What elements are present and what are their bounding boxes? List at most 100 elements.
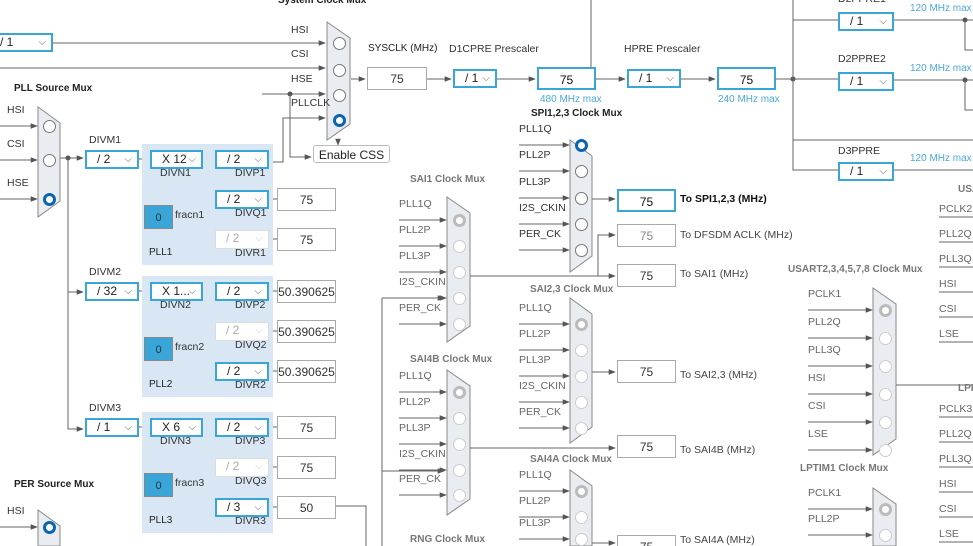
pll-source-mux-radio-2[interactable] xyxy=(43,193,56,206)
sai4a-mux-input-label: PLL1Q xyxy=(519,469,552,481)
sai4a-mux-title: SAI4A Clock Mux xyxy=(530,454,612,465)
pll3-fracn-input[interactable]: 0 xyxy=(144,473,173,497)
pll2-divn-dropdown[interactable]: X 1...⌵ xyxy=(150,282,203,301)
spi-mux-radio-4[interactable] xyxy=(575,244,588,257)
lptim1-mux-radio-0[interactable] xyxy=(878,503,892,516)
usart-mux-radio-2[interactable] xyxy=(878,360,892,373)
d1cpre-dropdown[interactable]: / 1⌵ xyxy=(453,69,497,88)
chevron-down-icon: ⌵ xyxy=(124,286,132,297)
usart-mux-radio-4[interactable] xyxy=(878,416,892,429)
pll2-fracn-input[interactable]: 0 xyxy=(144,337,173,361)
pll3-divr-label: DIVR3 xyxy=(235,515,266,527)
wire xyxy=(597,232,616,276)
per-source-mux-input-label: HSI xyxy=(7,505,25,517)
pll-source-mux-input-label: HSE xyxy=(7,177,29,189)
sai4a-mux-radio-2[interactable] xyxy=(575,533,588,546)
sai1-mux-radio-0[interactable] xyxy=(452,214,466,227)
sai4a-mux-radio-0[interactable] xyxy=(575,485,588,498)
system-clock-mux-radio-2[interactable] xyxy=(332,89,346,102)
sai23-mux-radio-2[interactable] xyxy=(575,370,588,383)
sai1-mux-radio-3[interactable] xyxy=(452,292,466,305)
sai4a-mux-radio-1[interactable] xyxy=(575,511,588,524)
pll2-divm-dropdown[interactable]: / 32⌵ xyxy=(85,282,139,301)
chevron-down-icon: ⌵ xyxy=(879,16,887,27)
right-mux-a-title: USA xyxy=(958,184,973,195)
pll1-divn-dropdown[interactable]: X 12⌵ xyxy=(150,150,203,169)
system-clock-mux-radio-1[interactable] xyxy=(332,64,346,77)
sai23-mux-radio-1[interactable] xyxy=(575,344,588,357)
usart-mux-radio-1[interactable] xyxy=(878,332,892,345)
pll1-divq-label: DIVQ1 xyxy=(235,207,267,219)
pll1-divm-dropdown[interactable]: / 2⌵ xyxy=(85,150,139,169)
pll3-divn-dropdown[interactable]: X 6⌵ xyxy=(150,418,203,437)
pll3-divr-dropdown[interactable]: / 3⌵ xyxy=(215,498,269,517)
system-clock-mux-radio-0[interactable] xyxy=(332,37,346,50)
pll3-divp-dropdown[interactable]: / 2⌵ xyxy=(215,418,269,437)
usart-mux-radio-5[interactable] xyxy=(878,444,892,457)
pll1-divp-dropdown[interactable]: / 2⌵ xyxy=(215,150,269,169)
sai4b-mux-radio-4[interactable] xyxy=(452,489,466,502)
d1cpre-output: 75 xyxy=(537,67,596,90)
hpre-dropdown[interactable]: / 1⌵ xyxy=(627,69,681,88)
pll1-fracn-label: fracn1 xyxy=(175,209,205,221)
pll1-divr-dropdown-value: / 2 xyxy=(226,231,240,245)
sai1-mux-input-label: I2S_CKIN xyxy=(399,276,446,288)
system-mux-input-label: HSI xyxy=(291,24,309,36)
sai1-mux-radio-4[interactable] xyxy=(452,318,466,331)
spi-mux-input-label: PLL3P xyxy=(519,176,551,188)
pll2-name: PLL2 xyxy=(149,379,173,390)
per-source-mux-radio-0[interactable] xyxy=(43,521,56,534)
right-mux-b-title: LPI xyxy=(958,383,973,394)
pll1-fracn-input[interactable]: 0 xyxy=(144,205,173,229)
sai1-mux-input-label: PLL2P xyxy=(399,224,431,236)
pll3-divm-dropdown[interactable]: / 1⌵ xyxy=(85,418,139,437)
spi-mux-radio-1[interactable] xyxy=(575,165,588,178)
enable-css-button[interactable]: Enable CSS xyxy=(313,145,390,163)
usart-mux-radio-0[interactable] xyxy=(878,304,892,317)
spi-mux-radio-2[interactable] xyxy=(575,192,588,205)
d3ppre-max: 120 MHz max xyxy=(910,153,972,164)
right-mux-a-input: CSI xyxy=(939,303,957,315)
chevron-down-icon: ⌵ xyxy=(255,325,263,336)
sai23-mux-radio-4[interactable] xyxy=(575,422,588,435)
chevron-down-icon: ⌵ xyxy=(255,461,263,472)
pll2-divr-dropdown[interactable]: / 2⌵ xyxy=(215,362,269,381)
pll-source-mux-radio-0[interactable] xyxy=(43,120,56,133)
pll2-divp-dropdown[interactable]: / 2⌵ xyxy=(215,282,269,301)
sai4b-mux-radio-0[interactable] xyxy=(452,386,466,399)
usart-mux-radio-3[interactable] xyxy=(878,388,892,401)
spi-mux-radio-0[interactable] xyxy=(575,139,588,152)
sai4b-mux-radio-1[interactable] xyxy=(452,412,466,425)
sai23-mux-radio-0[interactable] xyxy=(575,318,588,331)
chevron-down-icon: ⌵ xyxy=(254,154,262,165)
sai4b-mux-input-label: PER_CK xyxy=(399,473,442,485)
usart-mux-input-label: PLL3Q xyxy=(808,344,841,356)
d2ppre2-dropdown[interactable]: / 1⌵ xyxy=(838,72,894,91)
wire xyxy=(792,0,838,171)
chevron-down-icon: ⌵ xyxy=(254,422,262,433)
system-mux-input-label: HSE xyxy=(291,73,313,85)
d2ppre2-max: 120 MHz max xyxy=(910,63,972,74)
lptim1-mux-radio-1[interactable] xyxy=(878,529,892,542)
pll-source-mux-radio-1[interactable] xyxy=(43,154,56,167)
sai4b-mux-input-label: PLL3P xyxy=(399,422,431,434)
top-prescaler-dropdown[interactable]: / 1⌵ xyxy=(0,33,53,52)
sai1-mux-radio-2[interactable] xyxy=(452,266,466,279)
sai1-output: 75 xyxy=(617,264,676,287)
pll1-name: PLL1 xyxy=(149,247,173,258)
sai4b-mux-radio-3[interactable] xyxy=(452,464,466,477)
d1cpre-max: 480 MHz max xyxy=(540,94,602,105)
pll1-divq-dropdown[interactable]: / 2⌵ xyxy=(215,190,269,209)
sai23-mux-radio-3[interactable] xyxy=(575,396,588,409)
sai1-mux-radio-1[interactable] xyxy=(452,240,466,253)
pll3-divq-dropdown-value: / 2 xyxy=(226,459,240,473)
hpre-label: HPRE Prescaler xyxy=(624,43,701,55)
system-clock-mux-radio-3[interactable] xyxy=(332,114,346,127)
pll2-r-output: 50.390625 xyxy=(277,360,336,383)
sai4b-mux-radio-2[interactable] xyxy=(452,438,466,451)
dfsdm-output-label: To DFSDM ACLK (MHz) xyxy=(680,229,793,241)
spi-mux-radio-3[interactable] xyxy=(575,218,588,231)
spi-mux-input-label: PLL2P xyxy=(519,149,551,161)
d2ppre1-dropdown[interactable]: / 1⌵ xyxy=(838,12,894,31)
d3ppre-dropdown[interactable]: / 1⌵ xyxy=(838,162,894,181)
